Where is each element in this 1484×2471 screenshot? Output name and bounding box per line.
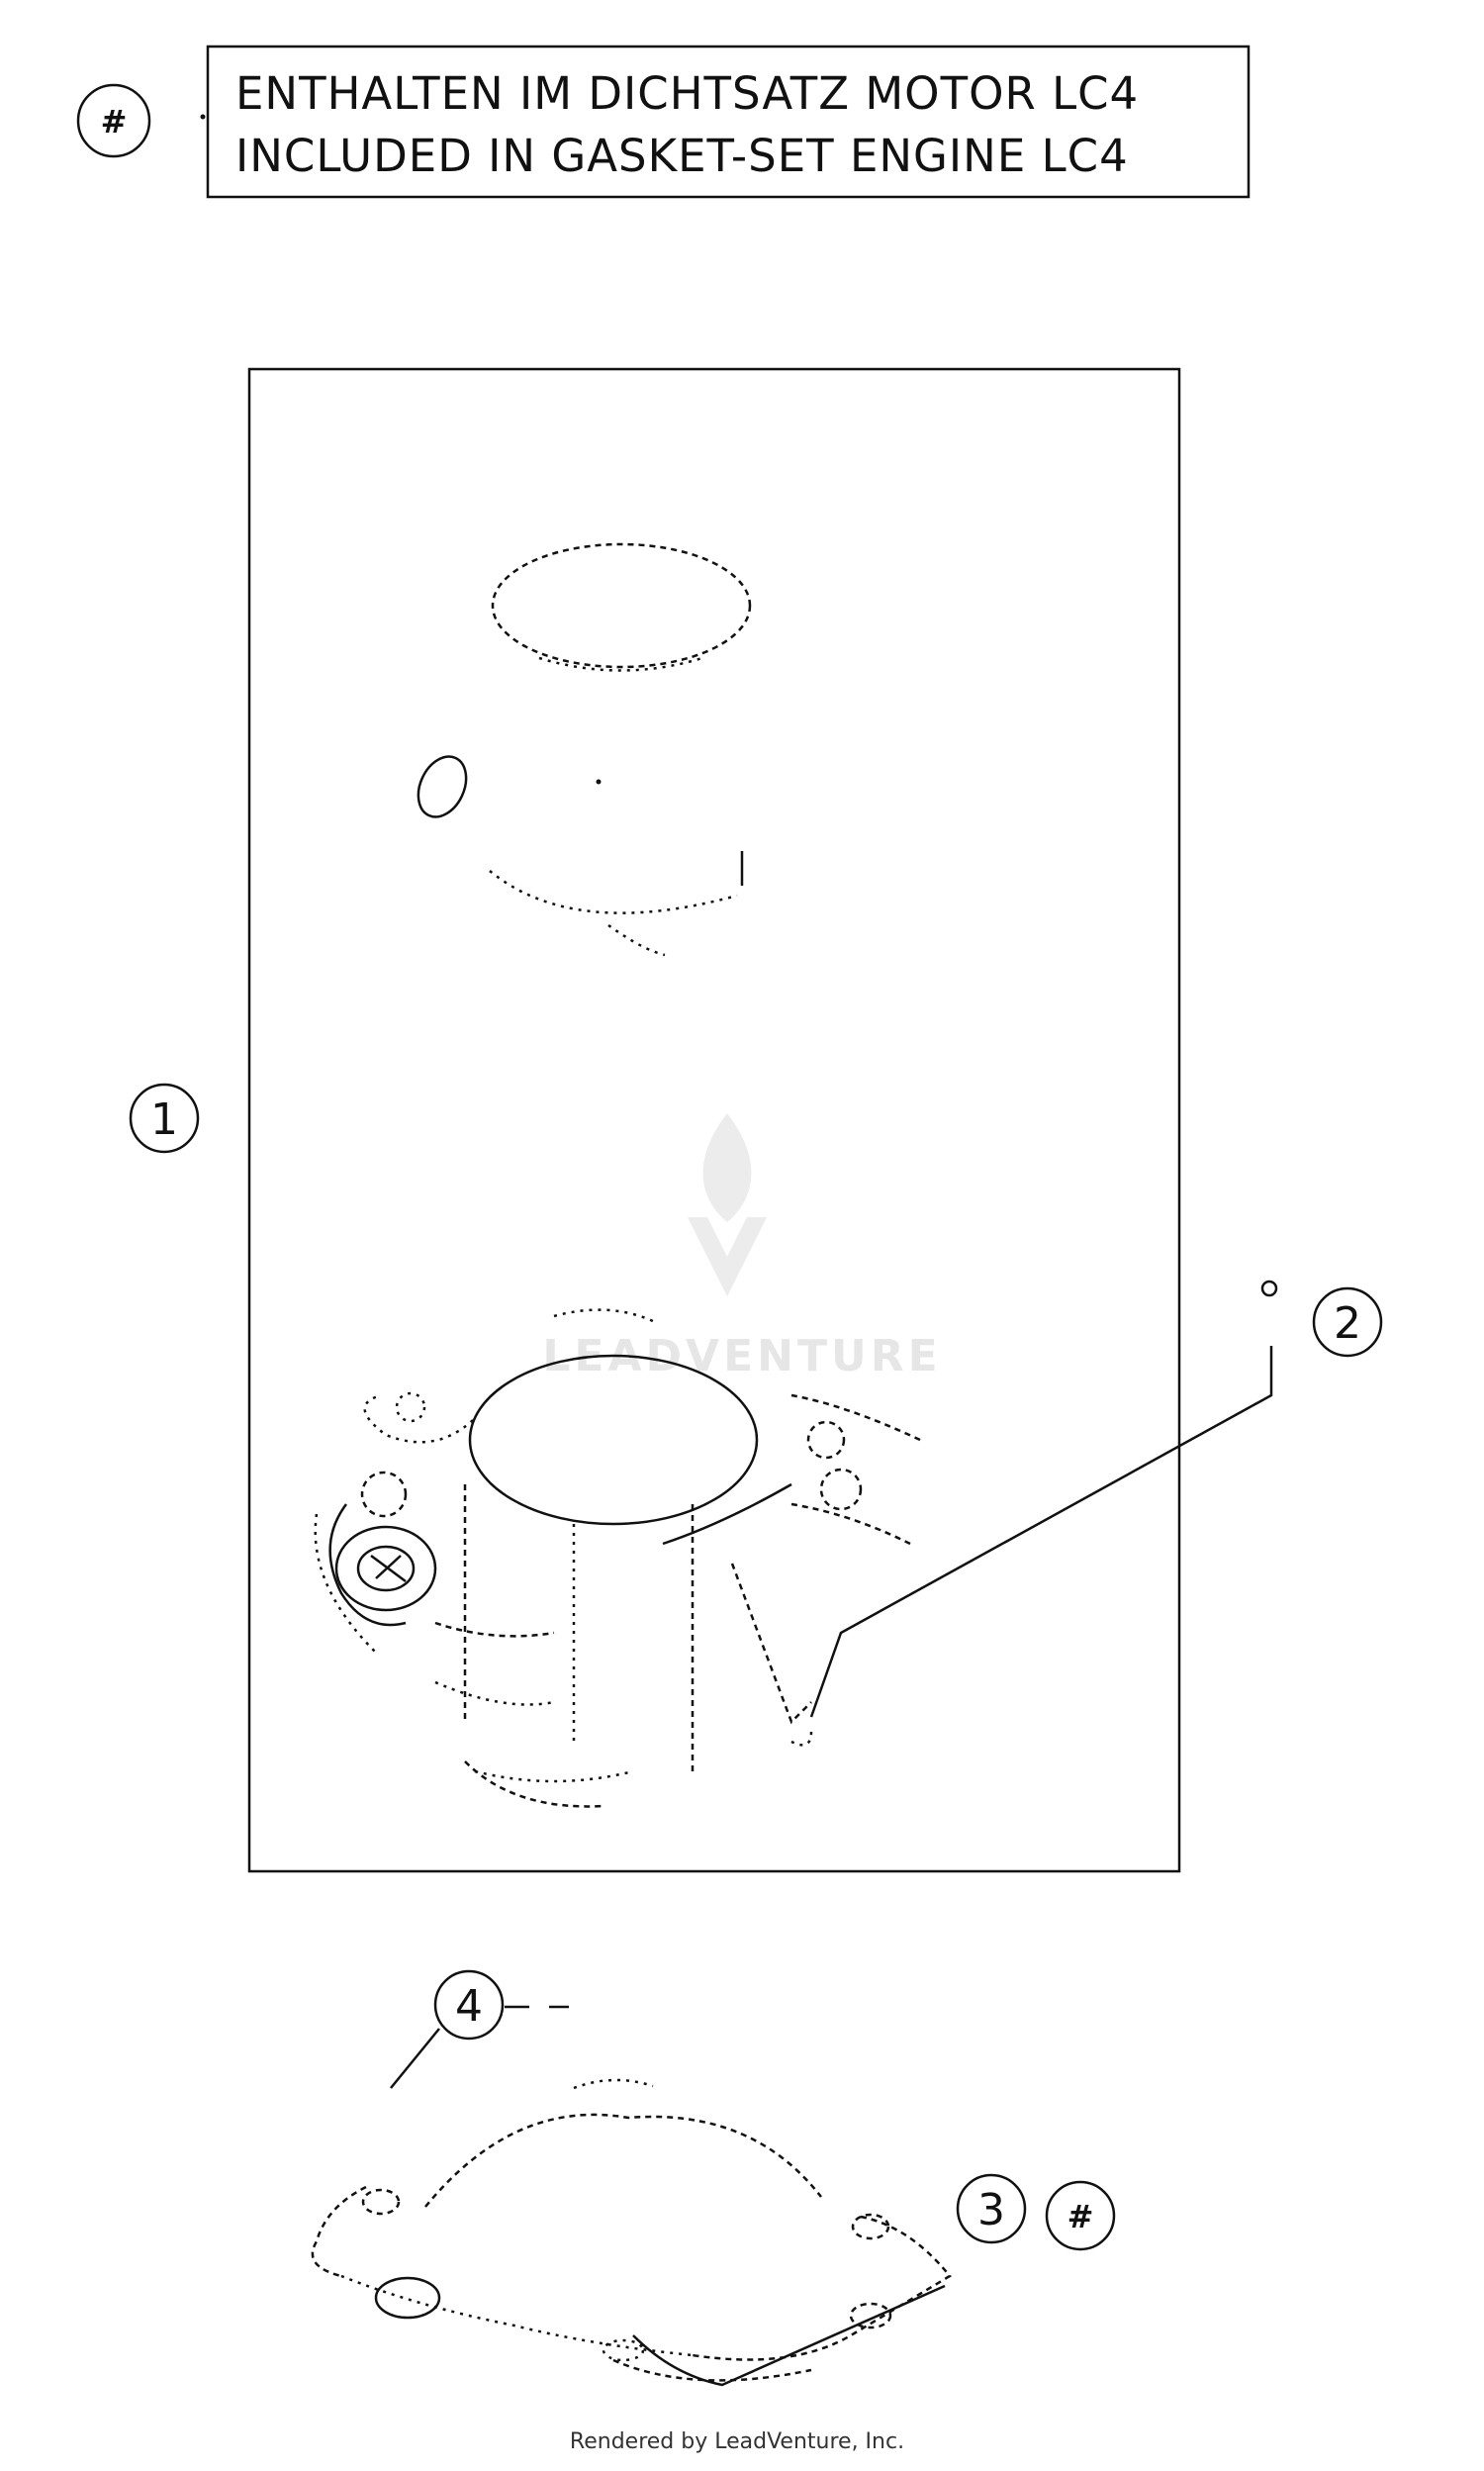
watermark-flame-icon	[702, 1113, 752, 1222]
callout-4-leader	[390, 2028, 440, 2089]
callout-3-label: 3	[977, 2185, 1005, 2235]
part-3-hash-symbol: #	[1067, 2198, 1094, 2235]
part-3-hash-circle	[1045, 2180, 1116, 2251]
legend-hash-circle	[76, 83, 151, 158]
legend-dot	[200, 114, 206, 120]
watermark: LEADVENTURE	[542, 1113, 938, 1381]
piston-rings-illustration	[491, 542, 752, 672]
legend-box	[206, 45, 1251, 199]
legend-line-german: ENTHALTEN IM DICHTSATZ MOTOR LC4	[235, 67, 1139, 120]
callout-4: 4	[390, 1969, 569, 2089]
gasket-illustration	[311, 2078, 952, 2387]
legend-hash-symbol: #	[101, 103, 128, 141]
piston-pin-illustration	[417, 755, 744, 957]
watermark-v-icon	[688, 1217, 767, 1296]
legend-line-english: INCLUDED IN GASKET-SET ENGINE LC4	[235, 130, 1129, 182]
callout-4-label: 4	[455, 1981, 483, 2032]
legend: # ENTHALTEN IM DICHTSATZ MOTOR LC4 INCLU…	[76, 45, 1251, 199]
part-2-bolt-head	[1260, 1280, 1278, 1297]
footer-credit: Rendered by LeadVenture, Inc.	[570, 2429, 904, 2454]
callout-1: 1	[129, 1083, 200, 1154]
kit-frame	[247, 367, 1181, 1873]
cylinder-illustration	[314, 1308, 921, 1808]
callout-2-label: 2	[1334, 1298, 1361, 1349]
callout-1-label: 1	[150, 1094, 178, 1145]
callout-2-leader	[809, 1346, 1273, 1718]
callout-2: 2	[809, 1280, 1383, 1718]
callout-3: 3 #	[956, 2173, 1116, 2251]
